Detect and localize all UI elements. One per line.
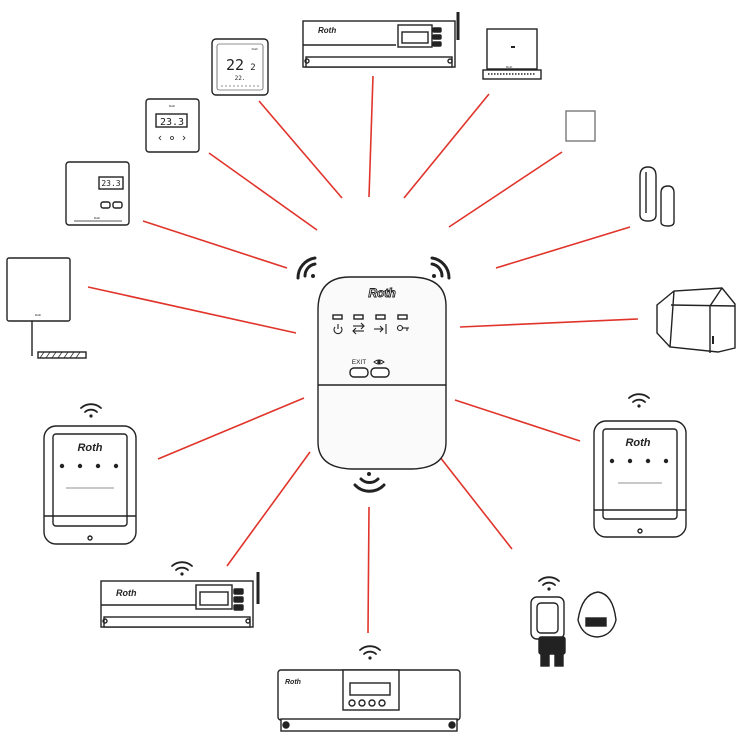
controller-bottom-brand: Roth xyxy=(285,679,301,686)
temperature-sensor-pair xyxy=(530,591,617,667)
connector-controller-bottom-left xyxy=(226,451,311,567)
gateway-hub[interactable]: Roth EXIT xyxy=(317,276,447,470)
led-key xyxy=(397,314,408,320)
hub-brand-logo: Roth xyxy=(368,286,395,300)
floor-sensor: Roth xyxy=(6,257,87,359)
pair-button[interactable] xyxy=(370,367,390,378)
connector-module-left xyxy=(157,397,305,460)
hub-led-row xyxy=(332,314,408,320)
plug-sensor: Roth xyxy=(482,28,542,80)
exit-label: EXIT xyxy=(352,359,366,366)
thermostat-touch-temp-decimal: 2 xyxy=(250,63,255,73)
square-sensor xyxy=(565,110,596,142)
thermostat-small-brand: Roth xyxy=(169,104,176,108)
wifi-signal-icon xyxy=(538,576,560,591)
window-contact-sensor xyxy=(639,166,675,227)
connector-lines xyxy=(87,75,639,634)
connector-sensor-pair xyxy=(435,451,513,550)
connector-thermostat-basic xyxy=(142,220,288,269)
wifi-signal-icon xyxy=(80,403,102,418)
connector-thermostat-small xyxy=(208,152,318,231)
thermostat-small-temp: 23.3 xyxy=(160,117,184,128)
controller-bottom-left: Roth xyxy=(100,572,260,628)
controller-top: Roth xyxy=(302,12,460,68)
thermostat-touch: Roth 22 2 22. xyxy=(211,38,269,96)
floor-sensor-brand: Roth xyxy=(35,313,42,317)
connector-controller-bottom xyxy=(367,506,370,634)
connector-module-right xyxy=(454,399,581,442)
connector-controller-top xyxy=(368,75,374,198)
connector-actuator xyxy=(459,318,639,328)
thermostat-touch-temp-small: 22. xyxy=(235,75,246,82)
thermostat-basic-temp: 23.3 xyxy=(101,179,120,188)
connector-window-sensor xyxy=(495,226,631,269)
connector-thermostat-touch xyxy=(258,100,343,199)
exit-button[interactable] xyxy=(349,367,369,378)
thermostat-basic-brand: Roth xyxy=(94,216,101,220)
thermostat-basic: 23.3 Roth xyxy=(65,161,130,226)
power-icon xyxy=(333,324,343,335)
wifi-signal-icon xyxy=(296,256,317,280)
connector-plug-sensor xyxy=(403,93,490,199)
led-arrows xyxy=(353,314,364,320)
thermostat-touch-temp: 22 xyxy=(226,56,244,74)
controller-top-brand: Roth xyxy=(318,26,336,35)
eye-icon xyxy=(373,359,385,365)
wifi-signal-icon xyxy=(628,393,650,408)
module-left: Roth xyxy=(43,425,137,545)
arrows-icon xyxy=(352,322,365,335)
key-icon xyxy=(396,324,409,332)
module-left-brand: Roth xyxy=(77,442,102,454)
module-right-brand: Roth xyxy=(625,437,650,449)
thermostat-small: 23.3 Roth xyxy=(145,98,200,153)
wifi-signal-icon xyxy=(430,256,451,280)
svg-text:Roth: Roth xyxy=(506,65,513,69)
wifi-signal-icon xyxy=(359,645,381,660)
thermostat-touch-brand: Roth xyxy=(252,47,259,51)
connector-square-sensor xyxy=(448,151,563,228)
wifi-signal-icon xyxy=(171,561,193,576)
controller-bottom: Roth xyxy=(277,669,461,732)
connector-floor-sensor xyxy=(87,286,297,334)
led-power xyxy=(332,314,343,320)
led-wireless xyxy=(375,314,386,320)
module-right: Roth xyxy=(593,420,687,538)
controller-bottom-left-brand: Roth xyxy=(116,588,137,598)
thermal-actuator xyxy=(656,287,736,353)
wifi-signal-icon xyxy=(353,472,386,493)
wireless-in-icon xyxy=(374,324,387,334)
